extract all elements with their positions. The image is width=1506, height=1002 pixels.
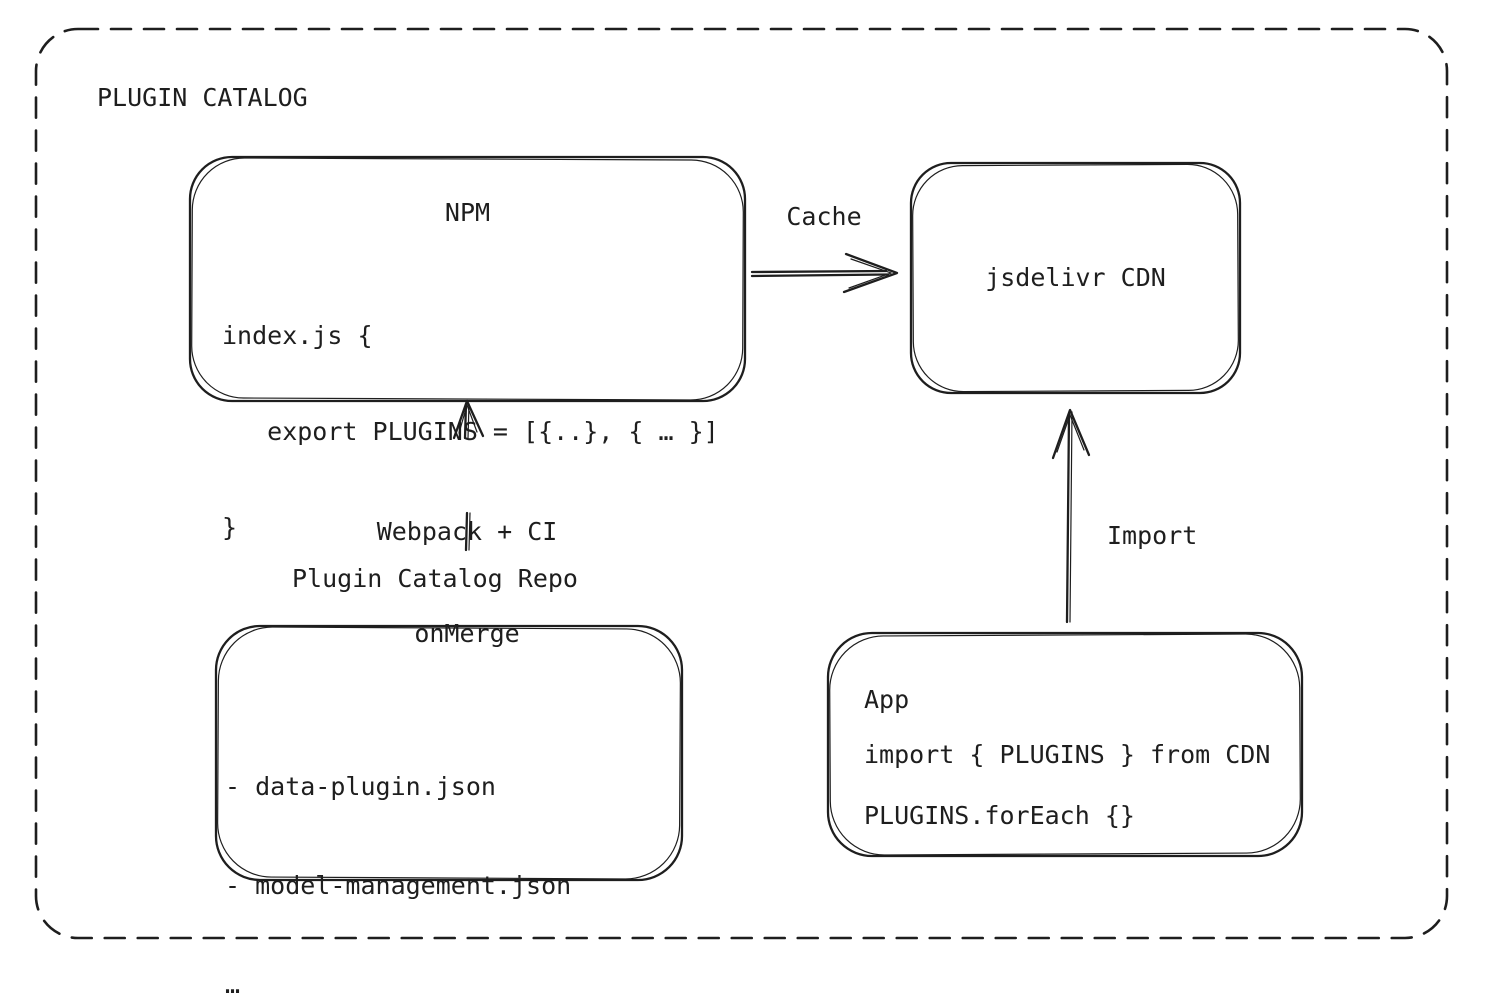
npm-code-line: index.js {	[222, 321, 373, 350]
import-arrow	[1051, 408, 1091, 624]
repo-file-item: - model-management.json	[225, 871, 572, 900]
build-edge-label: Webpack + CI onMerge	[317, 447, 617, 719]
cache-arrow	[750, 252, 899, 294]
repo-node-files: - data-plugin.json - model-management.js…	[225, 704, 571, 1002]
npm-node-title: NPM	[444, 198, 491, 227]
npm-code-line: export PLUGINS = [{..}, { … }]	[222, 417, 719, 446]
app-node-title: App	[864, 685, 910, 714]
app-code-line: import { PLUGINS } from CDN	[864, 740, 1271, 769]
npm-node-code: index.js { export PLUGINS = [{..}, { … }…	[222, 256, 719, 608]
import-edge-label: Import	[1107, 521, 1198, 550]
app-code-line: PLUGINS.forEach {}	[864, 801, 1135, 830]
build-edge-label-line: onMerge	[414, 619, 520, 648]
npm-code-line: }	[222, 513, 238, 542]
diagram-title: PLUGIN CATALOG	[97, 83, 308, 112]
cdn-node-title: jsdelivr CDN	[985, 263, 1166, 292]
build-edge-label-line: Webpack + CI	[376, 517, 558, 546]
cache-edge-label: Cache	[786, 202, 862, 231]
repo-file-item: - data-plugin.json	[225, 772, 496, 801]
repo-file-item: …	[225, 970, 241, 999]
repo-node-title: Plugin Catalog Repo	[292, 564, 578, 593]
